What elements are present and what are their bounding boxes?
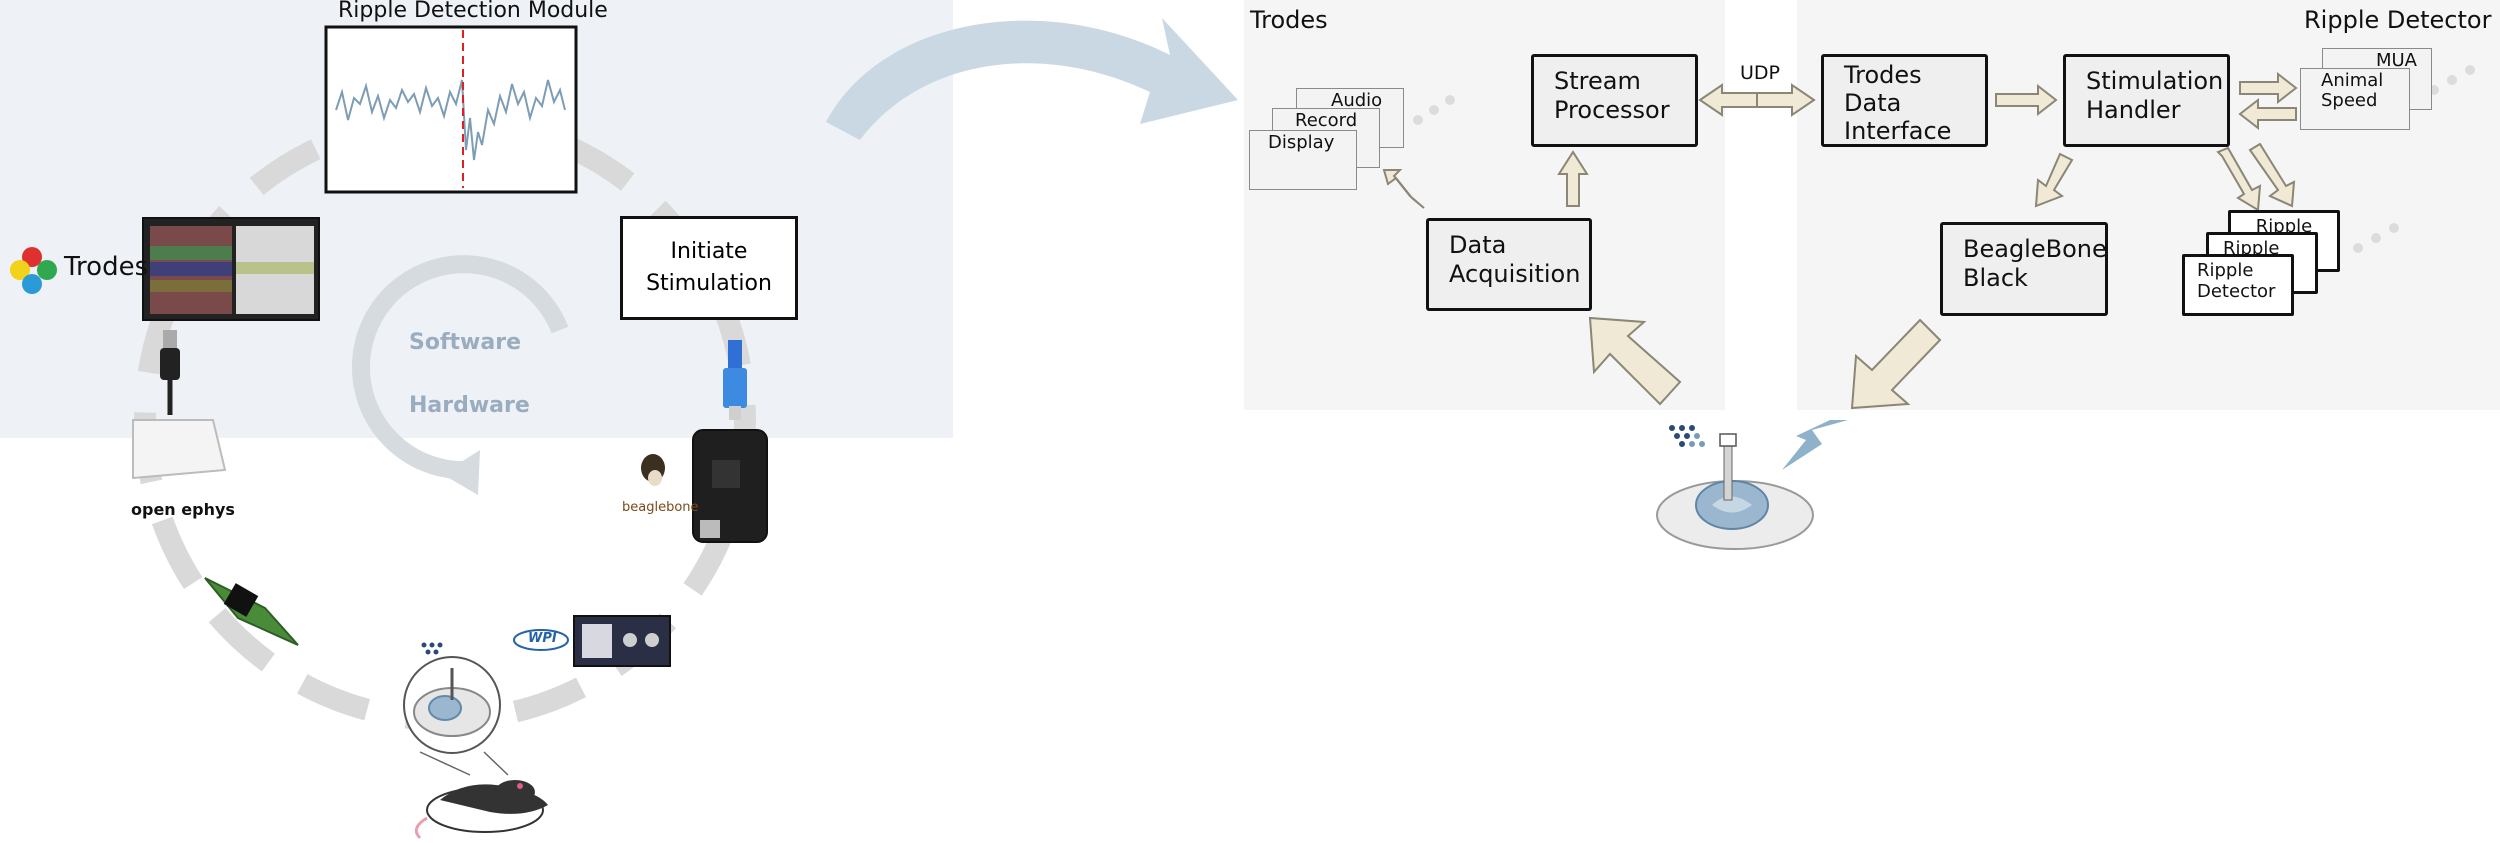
display-module-box: Display — [1249, 130, 1357, 190]
ripple-detector-front-box: Ripple Detector — [2182, 254, 2294, 316]
usb-plug — [163, 330, 177, 350]
spike-dots-right — [1669, 425, 1705, 447]
ripple-signal-box — [324, 25, 578, 194]
big-transition-arrow — [826, 18, 1238, 140]
hardware-label: Hardware — [409, 393, 530, 418]
trodes-logo-blue-dot — [22, 274, 42, 294]
wpi-logo-text: WPI — [528, 631, 557, 646]
data-acquisition-box: Data Acquisition — [1426, 218, 1592, 311]
open-ephys-box — [132, 419, 227, 480]
stream-processor-box: Stream Processor — [1531, 54, 1698, 147]
ripple-detection-module-title: Ripple Detection Module — [338, 0, 608, 23]
ripple-to-handler-arrow — [2216, 146, 2262, 212]
inner-cycle-arrowhead — [442, 450, 480, 495]
lfp-signal-trace — [335, 79, 566, 161]
trodes-logo-green-dot — [37, 260, 57, 280]
trodes-data-interface-box: Trodes Data Interface — [1821, 54, 1988, 147]
handler-to-modules-arrow — [2239, 71, 2298, 105]
interface-to-handler-arrow — [1995, 83, 2058, 117]
input-to-acquisition-arrow — [1588, 316, 1682, 406]
udp-label: UDP — [1740, 62, 1780, 84]
ethernet-plug — [723, 368, 747, 408]
ethernet-cable — [728, 340, 742, 370]
software-label: Software — [409, 330, 521, 355]
handler-to-beaglebone-arrow — [2034, 152, 2074, 208]
stimulation-bolt-icon — [1782, 420, 1848, 470]
handler-to-ripple-arrow — [2248, 142, 2296, 208]
usb-connector — [160, 348, 180, 380]
more-ripple-detectors-dots — [2353, 223, 2399, 253]
acquisition-to-stream-arrow — [1557, 150, 1589, 207]
more-display-modules-dots — [1413, 95, 1455, 125]
beaglebone-logo: beaglebone — [622, 500, 699, 515]
open-ephys-logo: open ephys — [131, 500, 235, 519]
stimulation-handler-box: Stimulation Handler — [2063, 54, 2230, 147]
trodes-logo-red-dot — [22, 247, 42, 267]
beaglebone-to-animal-arrow — [1850, 318, 1942, 410]
modules-to-handler-arrow — [2238, 97, 2297, 131]
wpi-logo-icon — [513, 629, 569, 651]
initiate-stimulation-box: Initiate Stimulation — [620, 216, 798, 320]
trodes-panel-title: Trodes — [1250, 6, 1328, 34]
beaglebone-black-box: BeagleBone Black — [1940, 222, 2108, 316]
animal-speed-module-box: Animal Speed — [2300, 68, 2410, 130]
more-modules-dots — [2429, 65, 2475, 95]
ripple-detector-panel-title: Ripple Detector — [2304, 6, 2492, 34]
spike-dots-left — [421, 642, 443, 655]
trodes-logo-text: Trodes — [64, 252, 149, 282]
trodes-logo-yellow-dot — [10, 260, 30, 280]
inner-cycle-arrow — [351, 255, 569, 480]
acquisition-to-modules-arrow — [1382, 169, 1425, 209]
